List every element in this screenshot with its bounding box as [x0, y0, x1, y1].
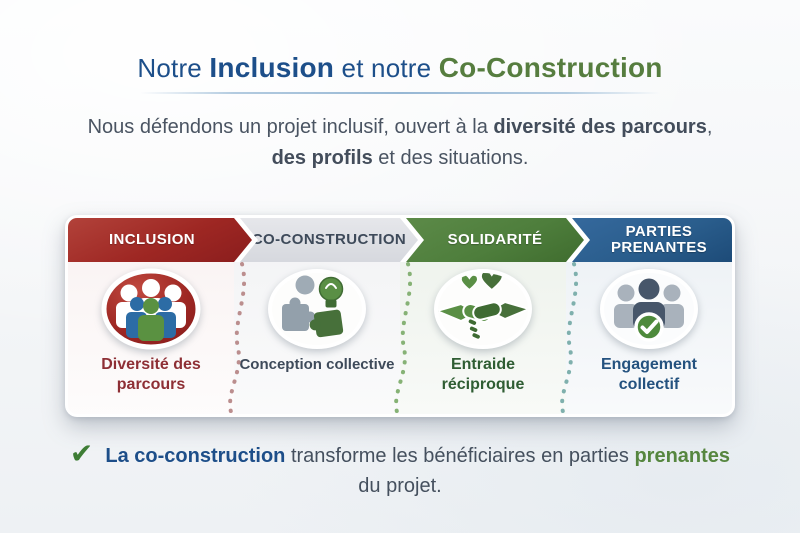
footer-bold-co-construction: La co-construction — [105, 445, 286, 467]
banner-inclusion-label: INCLUSION — [108, 231, 196, 248]
column-co-construction: Conception collective — [234, 262, 400, 414]
banner-parties-prenantes-label: PARTIES PRENANTES — [610, 223, 708, 256]
caption-parties-prenantes: Engagement collectif — [600, 356, 697, 393]
check-icon: ✔ — [69, 438, 94, 469]
puzzle-lightbulb-icon — [268, 269, 366, 349]
column-solidarite: Entraide réciproque — [400, 262, 566, 414]
subtitle-comma: , — [706, 116, 713, 138]
subtitle-text: Nous défendons un projet inclusif, ouver… — [87, 116, 494, 138]
caption-inclusion: Diversité des parcours — [101, 356, 201, 393]
people-check-icon — [600, 269, 698, 349]
title-divider — [140, 92, 660, 94]
banner-parties-prenantes: PARTIES PRENANTES — [572, 218, 732, 262]
column-inclusion: Diversité des parcours — [68, 262, 234, 414]
title-middle: et notre — [334, 53, 439, 83]
banner-solidarite-label: SOLIDARITÉ — [447, 231, 543, 248]
page-title: Notre Inclusion et notre Co-Construction — [0, 52, 800, 84]
title-coconstruction: Co-Construction — [438, 52, 663, 83]
caption-co-construction: Conception collective — [239, 356, 395, 373]
banner-row: INCLUSION CO-CONSTRUCTION SOLIDARITÉ PAR… — [68, 218, 732, 262]
people-group-icon — [101, 268, 201, 350]
handshake-hearts-icon — [434, 269, 532, 349]
banner-co-construction-label: CO-CONSTRUCTION — [251, 231, 407, 248]
footer-statement: ✔ La co-construction transforme les béné… — [0, 438, 800, 501]
process-card: INCLUSION CO-CONSTRUCTION SOLIDARITÉ PAR… — [65, 215, 735, 417]
footer-line2: du projet. — [358, 475, 442, 497]
subtitle: Nous défendons un projet inclusif, ouver… — [0, 112, 800, 174]
column-parties-prenantes: Engagement collectif — [566, 262, 732, 414]
subtitle-bold-profils: des profils — [271, 147, 373, 169]
subtitle-bold-parcours: diversité des parcours — [493, 116, 707, 138]
subtitle-end: et des situations. — [372, 147, 529, 169]
footer-normal-text: transforme les bénéficiaires en parties — [285, 445, 635, 467]
footer-bold-prenantes: prenantes — [634, 445, 731, 467]
caption-solidarite: Entraide réciproque — [441, 356, 525, 393]
title-inclusion: Inclusion — [209, 52, 335, 83]
banner-solidarite: SOLIDARITÉ — [406, 218, 584, 262]
footer-line1: La co-construction transforme les bénéfi… — [105, 441, 730, 471]
title-prefix: Notre — [137, 53, 210, 83]
banner-inclusion: INCLUSION — [68, 218, 252, 262]
banner-co-construction: CO-CONSTRUCTION — [240, 218, 418, 262]
